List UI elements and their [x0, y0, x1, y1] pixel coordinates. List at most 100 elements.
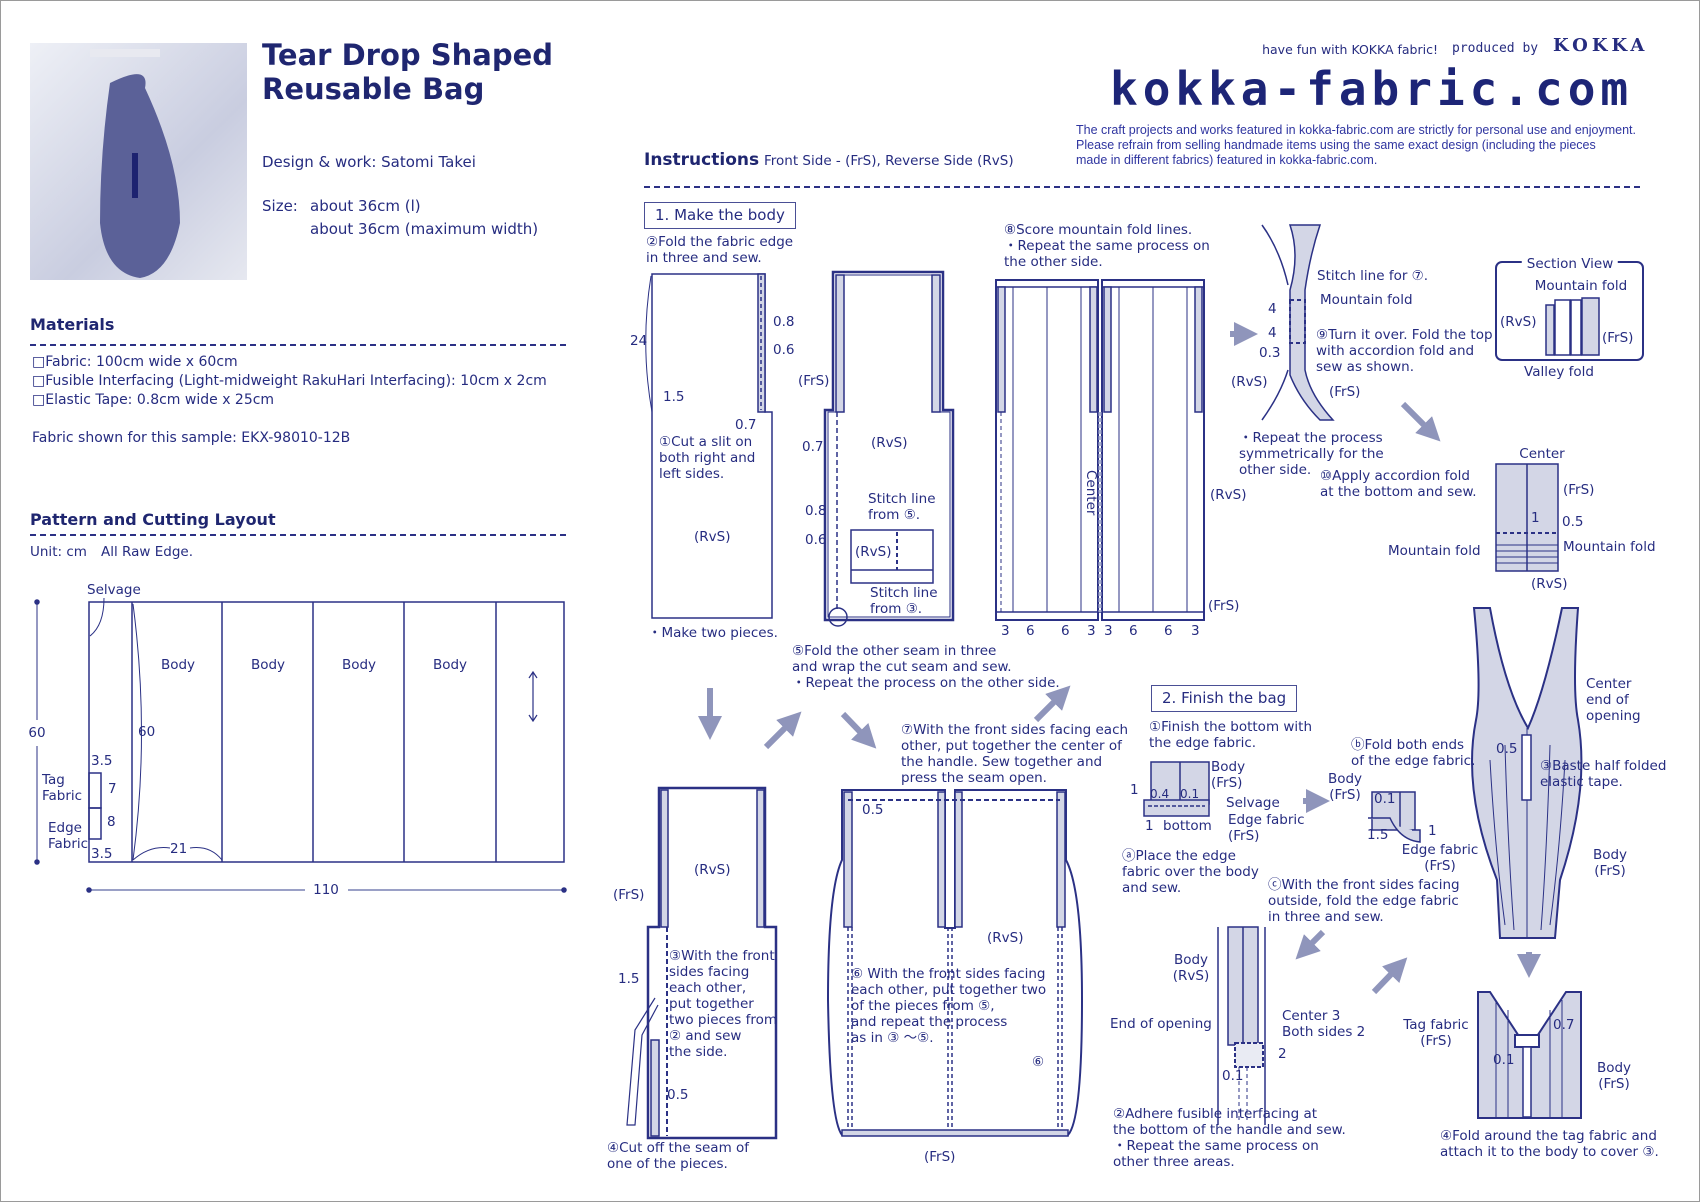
site-logo[interactable]: kokka-fabric.com [1110, 62, 1634, 116]
valley-fold-label: Valley fold [1524, 364, 1594, 380]
materials-heading: Materials [30, 315, 115, 334]
dim: 6 [1061, 623, 1070, 639]
dim: 0.1 [1493, 1052, 1515, 1068]
body-label: Body [432, 657, 468, 673]
step-1-title: 1. Make the body [644, 202, 796, 229]
pleat-diagram [1261, 224, 1335, 421]
note-fold-other: ⑤Fold the other seam in three and wrap t… [792, 643, 1060, 691]
dim: 0.8 [805, 503, 827, 519]
unit-note: Unit: cm [30, 544, 87, 560]
dim: 0.5 [1496, 741, 1518, 757]
mountain-fold-label: Mountain fold [1563, 539, 1656, 555]
size-width: about 36cm (maximum width) [310, 220, 539, 238]
center-end-label: Center end of opening [1586, 676, 1641, 724]
height-dim: 60 [28, 725, 46, 741]
center-label: Center [1083, 470, 1099, 516]
note-place-edge: ⓐPlace the edge fabric over the body and… [1122, 848, 1259, 896]
dim: 3 [1087, 623, 1096, 639]
divider [644, 186, 1640, 188]
side-legend: Front Side - (FrS), Reverse Side (RvS) [764, 153, 1014, 169]
body-label: Body [250, 657, 286, 673]
edge-fabric-label: Edge Fabric [48, 820, 89, 852]
raw-edge-note: All Raw Edge. [101, 544, 193, 560]
edge-fabric-diagram-b [1368, 791, 1421, 843]
produced-by: produced by [1452, 41, 1539, 56]
note-stitch7: Stitch line for ⑦. [1317, 268, 1429, 284]
divider [30, 534, 566, 536]
body-rvs-label: Body (RvS) [1172, 952, 1210, 984]
dim: 1 [1130, 782, 1139, 798]
interfacing-diagram [1217, 926, 1266, 1125]
dim: 0.4 [1150, 787, 1170, 801]
frs-label: (FrS) [1329, 384, 1361, 400]
body-piece-1 [645, 273, 773, 619]
instructions-heading: Instructions [644, 150, 760, 170]
note-turn-over: ⑨Turn it over. Fold the top with accordi… [1316, 327, 1493, 375]
rvs-label: (RvS) [1500, 314, 1537, 330]
edge-fabric-diagram-a [1143, 761, 1210, 817]
width-dim: 110 [313, 882, 339, 898]
inner-height-dim: 60 [138, 724, 156, 740]
step6-mark: ⑥ [1032, 1054, 1045, 1070]
dim: 1 [1145, 818, 1154, 834]
note-make-two: ・Make two pieces. [648, 625, 778, 641]
rvs-label: (RvS) [855, 544, 892, 560]
dim: 0.1 [1374, 791, 1396, 807]
end-opening-label: End of opening [1110, 1016, 1212, 1032]
rvs-label: (RvS) [694, 862, 731, 878]
dim: 0.7 [1553, 1017, 1575, 1033]
note-baste: ③Baste half folded elastic tape. [1540, 758, 1667, 790]
layout-heading: Pattern and Cutting Layout [30, 510, 276, 529]
frs-label: (FrS) [1208, 598, 1240, 614]
note-stitch5: Stitch line from ⑤. [868, 491, 936, 523]
edge-fabric-label: Edge fabric (FrS) [1228, 812, 1305, 844]
flow-arrows [698, 322, 1541, 995]
dim: 6 [1129, 623, 1138, 639]
note-step6: ⑥ With the front sides facing each other… [851, 966, 1047, 1046]
note-fold-three: ⓒWith the front sides facing outside, fo… [1268, 877, 1460, 925]
note-finish-bottom: ①Finish the bottom with the edge fabric. [1149, 719, 1313, 751]
note-adhere: ②Adhere fusible interfacing at the botto… [1113, 1106, 1346, 1170]
tag-fabric-label: Tag Fabric [42, 772, 83, 804]
note-stitch3: Stitch line from ③. [870, 585, 938, 617]
body-label: Body [341, 657, 377, 673]
divider [30, 344, 566, 346]
designer: Design & work: Satomi Takei [262, 153, 476, 171]
dim: 3.5 [91, 753, 113, 769]
dim: 7 [108, 781, 117, 797]
fabric-sample: Fabric shown for this sample: EKX-98010-… [32, 430, 351, 446]
tag-fabric-label: Tag fabric (FrS) [1403, 1017, 1469, 1049]
body-piece-2 [823, 270, 955, 627]
body-label: Body [160, 657, 196, 673]
material-interfacing: Fusible Interfacing (Light-midweight Rak… [45, 373, 547, 389]
dim: 4 [1268, 325, 1277, 341]
bottom-label: bottom [1163, 818, 1212, 834]
rvs-label: (RvS) [871, 435, 908, 451]
rvs-label: (RvS) [1531, 576, 1568, 592]
title-line-2: Reusable Bag [262, 72, 485, 106]
dim: 1 [1428, 823, 1437, 839]
dim: 3.5 [91, 846, 113, 862]
body-frs-label: Body (FrS) [1327, 771, 1363, 803]
material-item: □Fusible Interfacing (Light-midweight Ra… [32, 373, 547, 389]
note-fold-edge: ②Fold the fabric edge in three and sew. [646, 234, 794, 266]
dim: 0.6 [773, 342, 795, 358]
material-item: □Elastic Tape: 0.8cm wide x 25cm [32, 392, 274, 408]
body-frs-label: Body (FrS) [1596, 1060, 1632, 1092]
dim: 0.8 [773, 314, 795, 330]
center-sides-label: Center 3 Both sides 2 [1282, 1008, 1366, 1040]
dim: 6 [1164, 623, 1173, 639]
mountain-fold-label: Mountain fold [1534, 278, 1628, 294]
body-piece-folds [995, 279, 1205, 621]
dim: 0.5 [667, 1087, 689, 1103]
material-elastic: Elastic Tape: 0.8cm wide x 25cm [45, 392, 275, 408]
frs-label: (FrS) [924, 1149, 956, 1165]
dim: 1.5 [663, 389, 685, 405]
note-fold-ends: ⓑFold both ends of the edge fabric. [1351, 737, 1476, 769]
center-label: Center [1519, 446, 1565, 462]
note-score: ⑧Score mountain fold lines. ・Repeat the … [1004, 222, 1210, 270]
tagline: have fun with KOKKA fabric! [1262, 42, 1438, 57]
note-repeat-sym: ・Repeat the process symmetrically for th… [1239, 430, 1384, 478]
